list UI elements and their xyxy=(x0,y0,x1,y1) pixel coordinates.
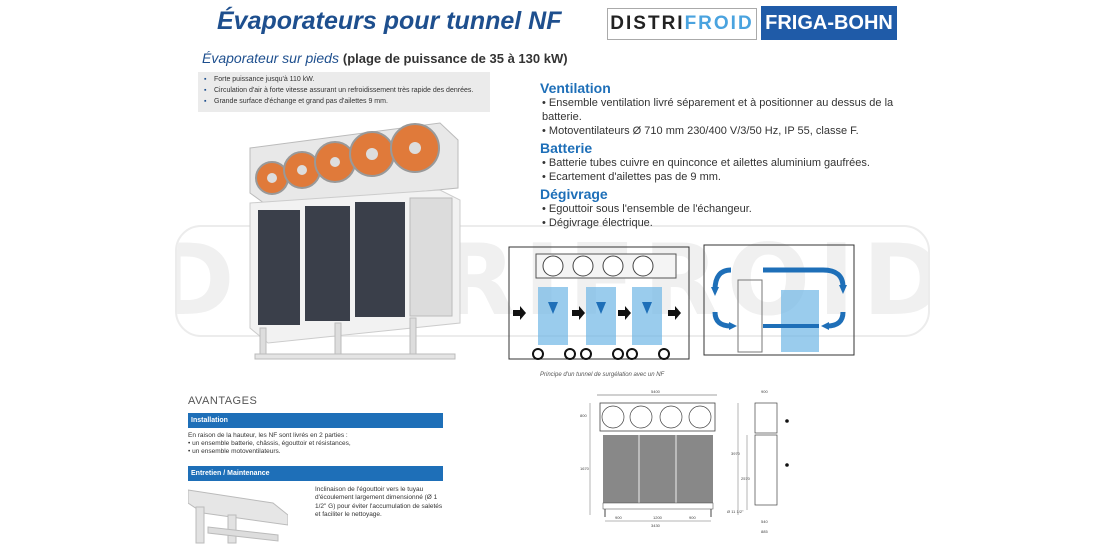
spec-line: • Batterie tubes cuivre en quinconce et … xyxy=(542,157,870,169)
spec-section: Ventilation • Ensemble ventilation livré… xyxy=(540,78,920,230)
drip-tray-image xyxy=(188,489,288,544)
avantages-heading: AVANTAGES xyxy=(188,395,258,407)
page-subtitle: Évaporateur sur pieds (plage de puissanc… xyxy=(202,50,568,66)
spec-line: • Ensemble ventilation livré séparement … xyxy=(542,97,894,123)
subtitle-power-range: (plage de puissance de 35 à 130 kW) xyxy=(342,51,568,66)
spec-line: • Dégivrage électrique. xyxy=(542,217,653,229)
feature-item: Forte puissance jusqu'à 110 kW. xyxy=(204,74,484,85)
dim-side-width: 900 xyxy=(761,389,768,394)
installation-text: En raison de la hauteur, les NF sont liv… xyxy=(188,432,448,456)
dimension-drawing: 5400 900 1200 900 3430 800 1670 900 3970… xyxy=(580,389,789,534)
maintenance-header: Entretien / Maintenance xyxy=(188,466,443,481)
feature-item: Circulation d'air à forte vitesse assura… xyxy=(204,85,484,96)
dim-height-mid: 1670 xyxy=(580,466,590,471)
dim-width-main: 3430 xyxy=(651,523,661,528)
diagram-caption: Principe d'un tunnel de surgélation avec… xyxy=(540,372,665,378)
feature-list: Forte puissance jusqu'à 110 kW. Circulat… xyxy=(198,72,490,112)
spec-line: • Ecartement d'ailettes pas de 9 mm. xyxy=(542,171,721,183)
batterie-heading: Batterie xyxy=(540,140,593,156)
subtitle-main: Évaporateur sur pieds xyxy=(202,50,339,66)
distrifroid-logo-text-a: DISTRI xyxy=(610,13,685,34)
dim-height-coil: 2570 xyxy=(741,476,751,481)
distrifroid-logo-text-b: FROID xyxy=(684,13,754,34)
frigabohn-logo: FRIGA-BOHN xyxy=(761,6,897,40)
airflow-side-diagram xyxy=(703,244,855,356)
fan-icon xyxy=(314,141,356,183)
dim-segment-3: 900 xyxy=(689,515,696,520)
page-title: Évaporateurs pour tunnel NF xyxy=(217,7,562,35)
fan-icon xyxy=(390,123,440,173)
dim-segment-2: 1200 xyxy=(653,515,663,520)
installation-item: • un ensemble batterie, châssis, égoutto… xyxy=(188,440,351,447)
installation-item: • un ensemble motoventilateurs. xyxy=(188,448,281,455)
fan-icon xyxy=(283,151,321,189)
evaporator-product-image xyxy=(249,122,461,360)
dim-side-b2: 885 xyxy=(761,529,768,534)
tunnel-principle-diagram xyxy=(508,246,690,360)
fan-icon xyxy=(349,131,395,177)
spec-line: • Motoventilateurs Ø 710 mm 230/400 V/3/… xyxy=(542,125,859,137)
spec-line: • Egouttoir sous l'ensemble de l'échange… xyxy=(542,203,752,215)
fan-icon xyxy=(255,161,289,195)
dim-width-total: 5400 xyxy=(651,389,661,394)
degivrage-heading: Dégivrage xyxy=(540,186,608,202)
dim-height-total: 3970 xyxy=(731,451,741,456)
feature-item: Grande surface d'échange et grand pas d'… xyxy=(204,96,484,107)
dim-segment-1: 900 xyxy=(615,515,622,520)
dim-height-fan: 800 xyxy=(580,413,587,418)
dim-side-b1: 540 xyxy=(761,519,768,524)
dim-pipe: Ø 11 1/2" xyxy=(727,509,744,514)
installation-header: Installation xyxy=(188,413,443,428)
ventilation-heading: Ventilation xyxy=(540,80,611,96)
installation-intro: En raison de la hauteur, les NF sont liv… xyxy=(188,432,348,439)
maintenance-text: Inclinaison de l'égouttoir vers le tuyau… xyxy=(315,486,443,519)
